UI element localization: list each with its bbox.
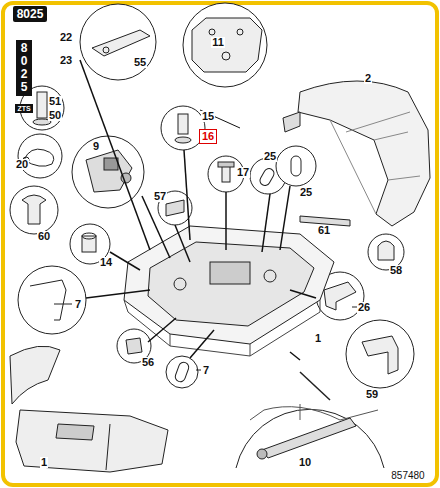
callout-number: 58 (389, 265, 403, 276)
callout-number: 60 (37, 231, 51, 242)
callout-number: 9 (92, 141, 100, 152)
decal-text: 8025 (13, 6, 48, 22)
callout-number: 1 (40, 457, 48, 468)
callout-number: 15 (201, 111, 215, 122)
callout-number: 57 (153, 191, 167, 202)
decal-text: 8025 (16, 40, 32, 97)
callout-number: 26 (357, 302, 371, 313)
callout-number: 51 (48, 96, 62, 107)
callout-number: 50 (48, 110, 62, 121)
callout-number: 56 (141, 357, 155, 368)
decal-text: ZTS (15, 104, 32, 113)
callout-number: 1 (314, 333, 322, 344)
callout-number: 10 (298, 457, 312, 468)
callout-number: 14 (99, 257, 113, 268)
callout-number: 7 (202, 365, 210, 376)
callout-number: 25 (299, 187, 313, 198)
callout-number: 22 (59, 32, 73, 43)
callout-number: 23 (59, 55, 73, 66)
callout-number: 7 (74, 299, 82, 310)
callout-number: 20 (15, 159, 29, 170)
callout-number: 25 (263, 151, 277, 162)
callout-number: 11 (211, 37, 225, 48)
callout-number: 61 (317, 225, 331, 236)
drawing-number: 857480 (391, 471, 424, 481)
callout-number: 2 (364, 73, 372, 84)
callout-number: 59 (365, 389, 379, 400)
callout-number: 16 (199, 129, 217, 144)
callout-number: 17 (236, 167, 250, 178)
callout-number: 55 (133, 57, 147, 68)
